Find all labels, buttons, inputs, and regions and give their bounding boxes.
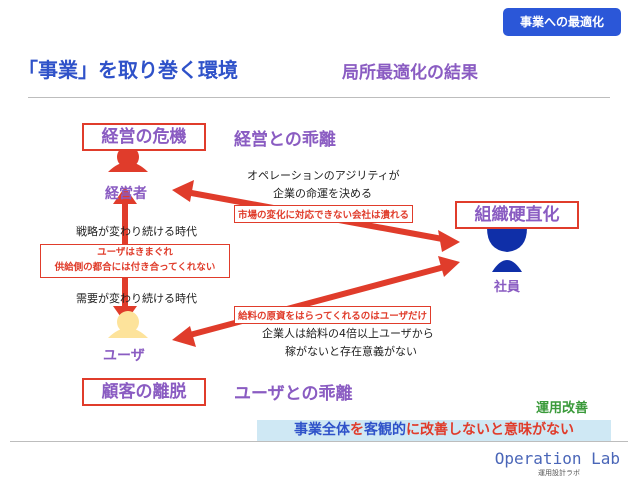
user-whim-box: ユーザはきまぐれ 供給側の都合には付き合ってくれない <box>40 244 230 278</box>
lower-arrow-head-right <box>438 256 460 277</box>
strategy-text: 戦略が変わり続ける時代 <box>76 225 197 238</box>
banner-part-1: 事業全体 <box>294 422 350 438</box>
manager-figure-body <box>108 162 148 172</box>
agility-line-2: 企業の命運を決める <box>273 187 372 200</box>
banner-part-2: を <box>350 422 364 438</box>
churn-box: 顧客の離脱 <box>82 378 206 406</box>
slide-title: 「事業」を取り巻く環境 <box>18 58 238 82</box>
banner-part-3: 客観的 <box>364 422 406 438</box>
lower-arrow-head-left <box>172 326 196 347</box>
brand-subtitle: 運用設計ラボ <box>538 469 580 477</box>
management-gap-label: 経営との乖離 <box>234 130 336 150</box>
brand-logo-text: Operation Lab <box>494 449 620 468</box>
footer-divider <box>10 441 628 442</box>
employee-figure-body <box>492 260 522 272</box>
salary-source-label: 給料の原資をはらってくれるのはユーザだけ <box>234 306 432 324</box>
upper-arrow-head-right <box>438 230 460 252</box>
manager-figure-head <box>117 146 139 168</box>
user-gap-label: ユーザとの乖離 <box>234 384 353 404</box>
employee-figure-head <box>487 228 527 252</box>
salary-line-2: 稼がないと存在意義がない <box>285 345 417 358</box>
user-whim-line-2: 供給側の都合には付き合ってくれない <box>54 262 216 273</box>
banner-part-4: に改善しないと意味がない <box>406 422 574 438</box>
employee-label: 社員 <box>494 280 521 295</box>
title-divider <box>28 97 610 98</box>
user-figure-body <box>108 328 148 338</box>
manager-label: 経営者 <box>105 186 147 202</box>
lower-arrow-shaft <box>185 263 449 339</box>
market-change-label: 市場の変化に対応できない会社は潰れる <box>234 205 414 223</box>
slide-subtitle: 局所最適化の結果 <box>342 63 478 83</box>
conclusion-banner: 事業全体を客観的に改善しないと意味がない <box>257 420 611 441</box>
user-whim-line-1: ユーザはきまぐれ <box>97 247 173 258</box>
crisis-box: 経営の危機 <box>82 123 206 151</box>
vertical-arrow-head-up <box>113 187 137 204</box>
upper-arrow-head-left <box>172 180 194 202</box>
rigidity-box: 組織硬直化 <box>455 201 579 229</box>
operation-improvement-label: 運用改善 <box>536 401 589 416</box>
salary-line-1: 企業人は給料の4倍以上ユーザから <box>262 327 434 340</box>
demand-text: 需要が変わり続ける時代 <box>76 292 197 305</box>
agility-line-1: オペレーションのアジリティが <box>247 169 400 182</box>
user-label: ユーザ <box>103 348 145 364</box>
topic-tag: 事業への最適化 <box>503 8 621 36</box>
user-figure-head <box>117 311 139 333</box>
